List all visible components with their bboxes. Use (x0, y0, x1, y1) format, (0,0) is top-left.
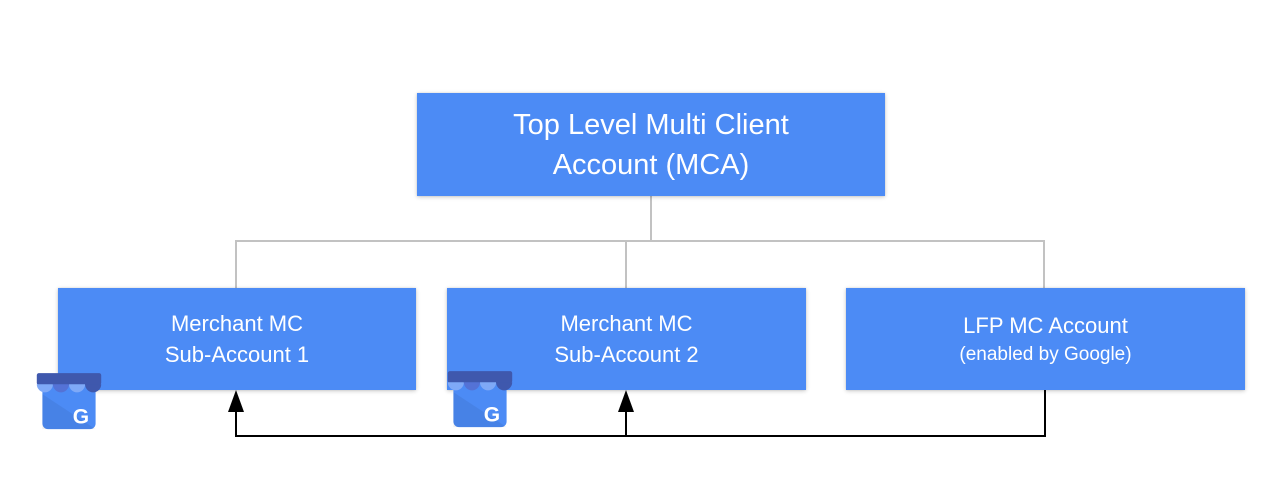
google-g-letter: G (484, 404, 500, 427)
node-label-line: Account (MCA) (552, 148, 750, 181)
arrowhead-to-sub2 (618, 390, 634, 412)
google-g-letter: G (73, 406, 89, 429)
node-label-line: Sub-Account 2 (554, 342, 699, 367)
arrowhead-to-sub1 (228, 390, 244, 412)
google-business-profile-icon: G (36, 373, 102, 430)
arrowheads (228, 390, 634, 412)
lfp-link-arrow (235, 390, 1046, 437)
node-lfp-mc-account: LFP MC Account (enabled by Google) (846, 288, 1245, 390)
node-label-line: LFP MC Account (963, 313, 1128, 338)
node-merchant-sub-account-1: Merchant MC Sub-Account 1 (58, 288, 416, 390)
node-label-line: Top Level Multi Client (513, 108, 789, 141)
node-label-line: Sub-Account 1 (164, 342, 310, 367)
node-label-line: (enabled by Google) (959, 344, 1132, 365)
node-top-level-mca: Top Level Multi Client Account (MCA) (417, 93, 885, 196)
node-label-line: Merchant MC (170, 311, 304, 336)
hierarchy-tree-connector (235, 196, 1045, 288)
google-business-profile-icon: G (447, 371, 513, 428)
node-label-line: Merchant MC (560, 311, 693, 336)
